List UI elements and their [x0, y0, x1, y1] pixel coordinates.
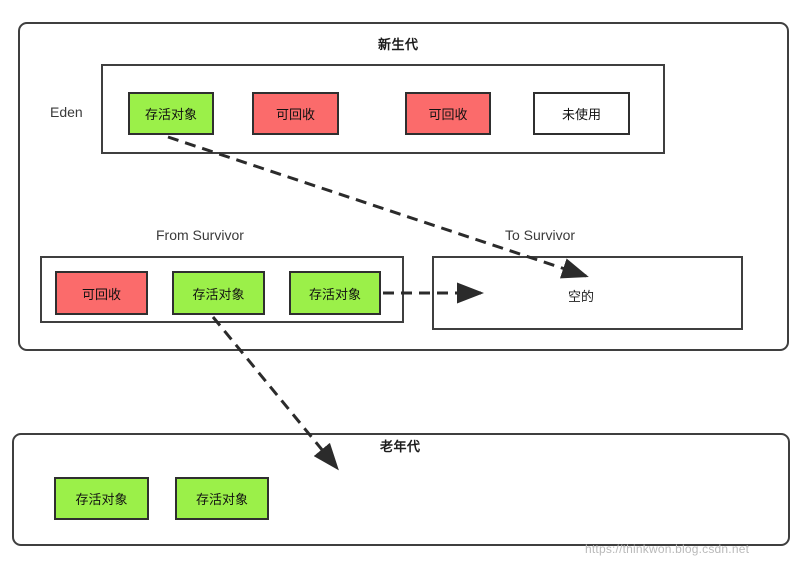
old-gen-object-1[interactable]: 存活对象 — [175, 477, 269, 520]
watermark-text: https://thinkwon.blog.csdn.net — [585, 542, 750, 556]
eden-object-0-label: 存活对象 — [144, 107, 197, 122]
from-survivor-object-0-label: 可回收 — [81, 286, 121, 302]
to-survivor-label: To Survivor — [505, 227, 576, 243]
from-survivor-object-1[interactable]: 存活对象 — [172, 271, 265, 315]
from-survivor-object-0[interactable]: 可回收 — [55, 271, 148, 315]
eden-object-2[interactable]: 可回收 — [405, 92, 491, 135]
from-survivor-label: From Survivor — [156, 227, 244, 243]
eden-object-1-label: 可回收 — [275, 107, 315, 122]
old-gen-object-0[interactable]: 存活对象 — [54, 477, 149, 520]
eden-object-3[interactable]: 未使用 — [533, 92, 630, 135]
old-generation-title: 老年代 — [380, 439, 421, 454]
eden-object-1[interactable]: 可回收 — [252, 92, 339, 135]
eden-object-0[interactable]: 存活对象 — [128, 92, 214, 135]
from-survivor-object-2-label: 存活对象 — [308, 286, 361, 302]
eden-object-3-label: 未使用 — [561, 107, 601, 122]
to-survivor-empty-label: 空的 — [568, 289, 595, 304]
old-gen-object-0-label: 存活对象 — [75, 492, 128, 507]
from-survivor-object-1-label: 存活对象 — [192, 286, 245, 302]
eden-object-2-label: 可回收 — [428, 107, 468, 122]
old-gen-object-1-label: 存活对象 — [195, 492, 248, 507]
from-survivor-object-2[interactable]: 存活对象 — [289, 271, 381, 315]
young-generation-title: 新生代 — [378, 37, 419, 52]
eden-label: Eden — [50, 104, 83, 120]
